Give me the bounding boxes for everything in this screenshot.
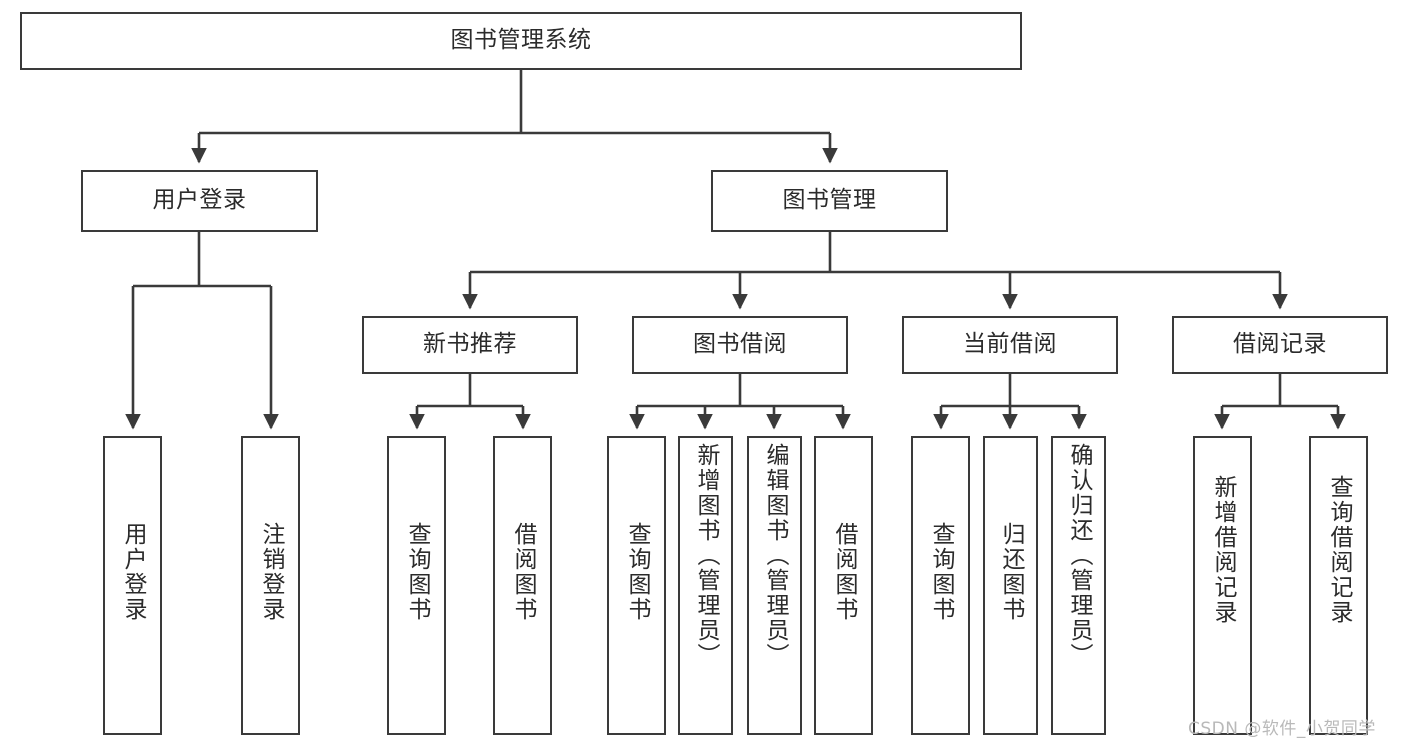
node-label: 注销登录 <box>258 522 284 622</box>
leaf-add-book[interactable]: 新增图书（管理员） <box>678 436 733 735</box>
node-current-borrow[interactable]: 当前借阅 <box>902 316 1118 374</box>
leaf-query-book-3[interactable]: 查询图书 <box>911 436 970 735</box>
csdn-watermark: CSDN @软件_小贺同学 <box>1188 719 1376 739</box>
leaf-borrow-book-2[interactable]: 借阅图书 <box>814 436 873 735</box>
node-label: 当前借阅 <box>963 331 1057 358</box>
leaf-query-book-1[interactable]: 查询图书 <box>387 436 446 735</box>
leaf-query-book-2[interactable]: 查询图书 <box>607 436 666 735</box>
node-label: 新增借阅记录 <box>1210 475 1236 625</box>
node-label: 新增图书（管理员） <box>693 443 719 668</box>
node-label: 借阅图书 <box>831 522 857 622</box>
node-label: 借阅图书 <box>510 522 536 622</box>
leaf-return-book[interactable]: 归还图书 <box>983 436 1038 735</box>
leaf-borrow-book-1[interactable]: 借阅图书 <box>493 436 552 735</box>
leaf-add-record[interactable]: 新增借阅记录 <box>1193 436 1252 735</box>
node-book-borrow[interactable]: 图书借阅 <box>632 316 848 374</box>
node-label: 确认归还（管理员） <box>1066 443 1092 668</box>
node-label: 查询图书 <box>404 522 430 622</box>
node-label: 新书推荐 <box>423 331 517 358</box>
node-label: 用户登录 <box>120 522 146 622</box>
node-root-system[interactable]: 图书管理系统 <box>20 12 1022 70</box>
leaf-confirm-return[interactable]: 确认归还（管理员） <box>1051 436 1106 735</box>
node-label: 查询图书 <box>928 522 954 622</box>
node-borrow-record[interactable]: 借阅记录 <box>1172 316 1388 374</box>
node-label: 借阅记录 <box>1233 331 1327 358</box>
node-label: 查询借阅记录 <box>1326 475 1352 625</box>
node-label: 查询图书 <box>624 522 650 622</box>
leaf-query-record[interactable]: 查询借阅记录 <box>1309 436 1368 735</box>
node-new-book-recommend[interactable]: 新书推荐 <box>362 316 578 374</box>
leaf-logout-login[interactable]: 注销登录 <box>241 436 300 735</box>
node-label: 归还图书 <box>998 522 1024 622</box>
node-label: 图书管理 <box>782 187 877 214</box>
node-label: 图书借阅 <box>693 331 787 358</box>
node-book-management[interactable]: 图书管理 <box>711 170 948 232</box>
leaf-user-login[interactable]: 用户登录 <box>103 436 162 735</box>
leaf-edit-book[interactable]: 编辑图书（管理员） <box>747 436 802 735</box>
node-label: 图书管理系统 <box>450 27 592 54</box>
node-label: 编辑图书（管理员） <box>762 443 788 668</box>
node-user-login[interactable]: 用户登录 <box>81 170 318 232</box>
node-label: 用户登录 <box>152 187 247 214</box>
